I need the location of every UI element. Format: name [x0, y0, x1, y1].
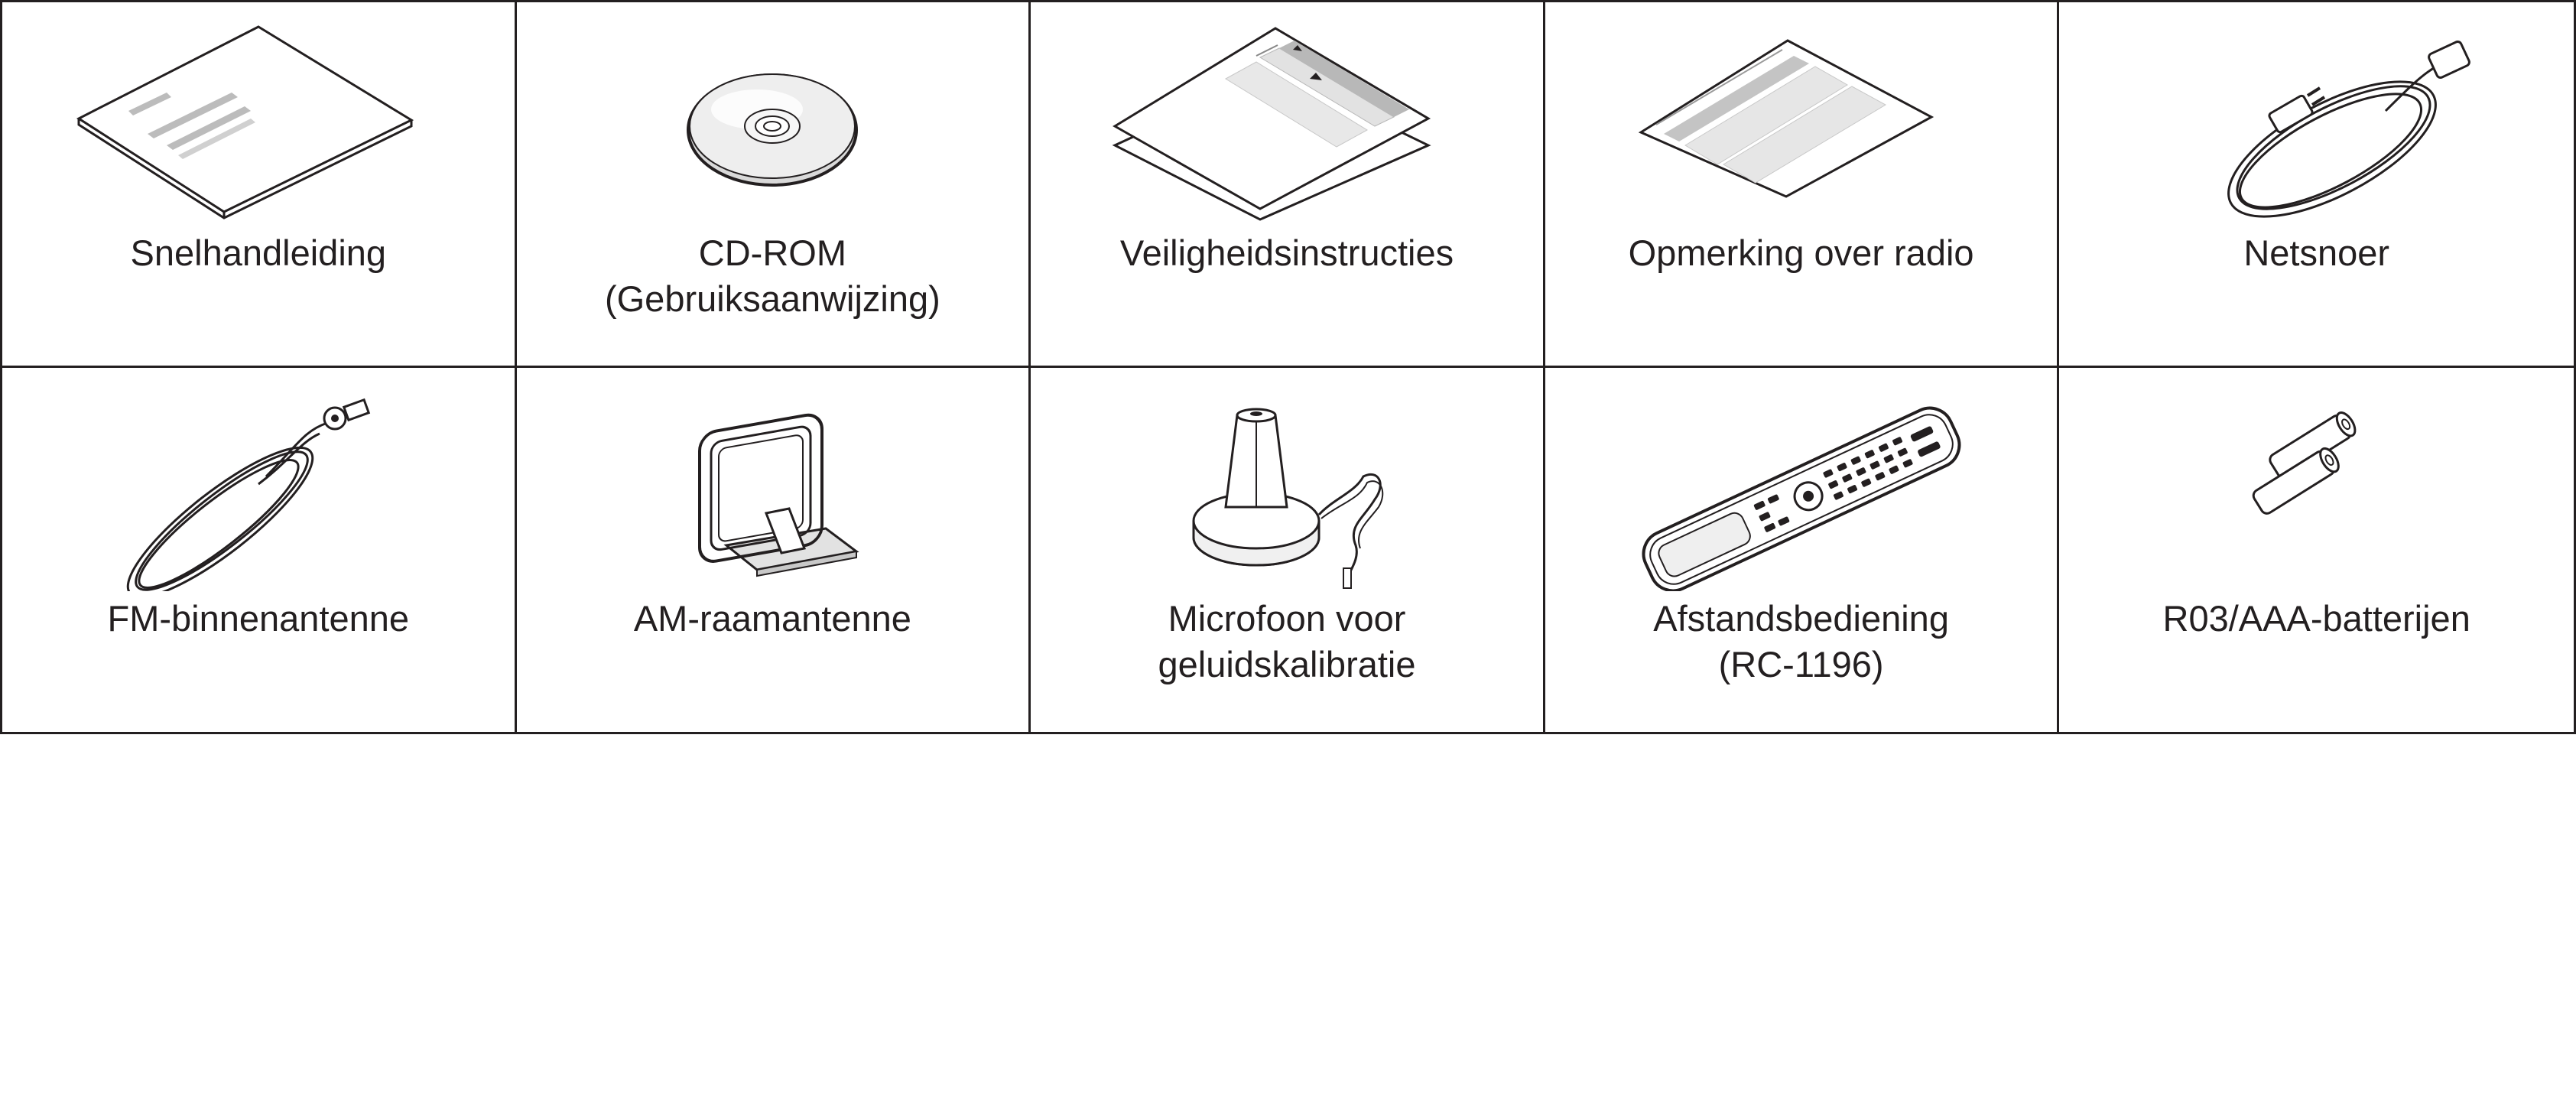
batteries-icon	[2133, 385, 2500, 591]
accessory-label: Opmerking over radio	[1553, 230, 2050, 276]
accessory-label: FM-binnenantenne	[10, 596, 507, 642]
accessory-cell-radio-notice: Opmerking over radio	[1545, 2, 2060, 368]
accessory-cell-am-loop-antenna: AM-raamantenne	[517, 368, 1031, 732]
am-loop-antenna-icon	[589, 385, 956, 591]
accessory-label: Afstandsbediening (RC-1196)	[1553, 596, 2050, 688]
accessory-label: CD-ROM (Gebruiksaanwijzing)	[525, 230, 1022, 322]
accessory-label: R03/AAA-batterijen	[2067, 596, 2566, 642]
accessory-label-line: (Gebruiksaanwijzing)	[604, 278, 940, 319]
microphone-icon	[1103, 385, 1470, 591]
fm-antenna-icon	[75, 385, 442, 591]
accessory-label: Veiligheidsinstructies	[1038, 230, 1535, 276]
radio-notice-icon	[1618, 19, 1985, 226]
accessory-label-line: Veiligheidsinstructies	[1119, 232, 1454, 273]
accessory-label: Microfoon voor geluidskalibratie	[1038, 596, 1535, 688]
accessory-label: Netsnoer	[2067, 230, 2566, 276]
quick-guide-icon	[75, 19, 442, 226]
cd-rom-icon	[589, 19, 956, 226]
accessory-label-line: AM-raamantenne	[633, 598, 911, 639]
remote-control-icon	[1618, 385, 1985, 591]
accessory-label: Snelhandleiding	[10, 230, 507, 276]
accessory-label-line: CD-ROM	[698, 232, 846, 273]
power-cord-icon	[2133, 19, 2500, 226]
accessory-label-line: (RC-1196)	[1718, 644, 1884, 684]
accessory-cell-cd-rom: CD-ROM (Gebruiksaanwijzing)	[516, 2, 1031, 368]
accessory-cell-batteries: R03/AAA-batterijen	[2059, 368, 2574, 732]
safety-instructions-icon	[1103, 19, 1470, 226]
accessory-cell-microphone: Microfoon voor geluidskalibratie	[1031, 368, 1545, 732]
accessory-label-line: R03/AAA-batterijen	[2162, 598, 2470, 639]
accessory-label-line: FM-binnenantenne	[107, 598, 410, 639]
accessory-label-line: geluidskalibratie	[1158, 644, 1416, 684]
accessory-label-line: Microfoon voor	[1168, 598, 1406, 639]
accessory-label-line: Snelhandleiding	[130, 232, 387, 273]
accessory-label-line: Netsnoer	[2243, 232, 2390, 273]
accessory-label-line: Opmerking over radio	[1628, 232, 1974, 273]
accessories-table: Snelhandleiding CD-ROM (Gebruiksaanwijzi…	[0, 0, 2576, 734]
accessory-cell-quick-guide: Snelhandleiding	[2, 2, 517, 368]
accessory-cell-fm-antenna: FM-binnenantenne	[2, 368, 517, 732]
accessory-cell-safety-instructions: Veiligheidsinstructies	[1031, 2, 1545, 368]
accessory-label: AM-raamantenne	[525, 596, 1022, 642]
accessory-cell-power-cord: Netsnoer	[2059, 2, 2574, 368]
accessory-cell-remote-control: Afstandsbediening (RC-1196)	[1545, 368, 2060, 732]
accessory-label-line: Afstandsbediening	[1653, 598, 1949, 639]
